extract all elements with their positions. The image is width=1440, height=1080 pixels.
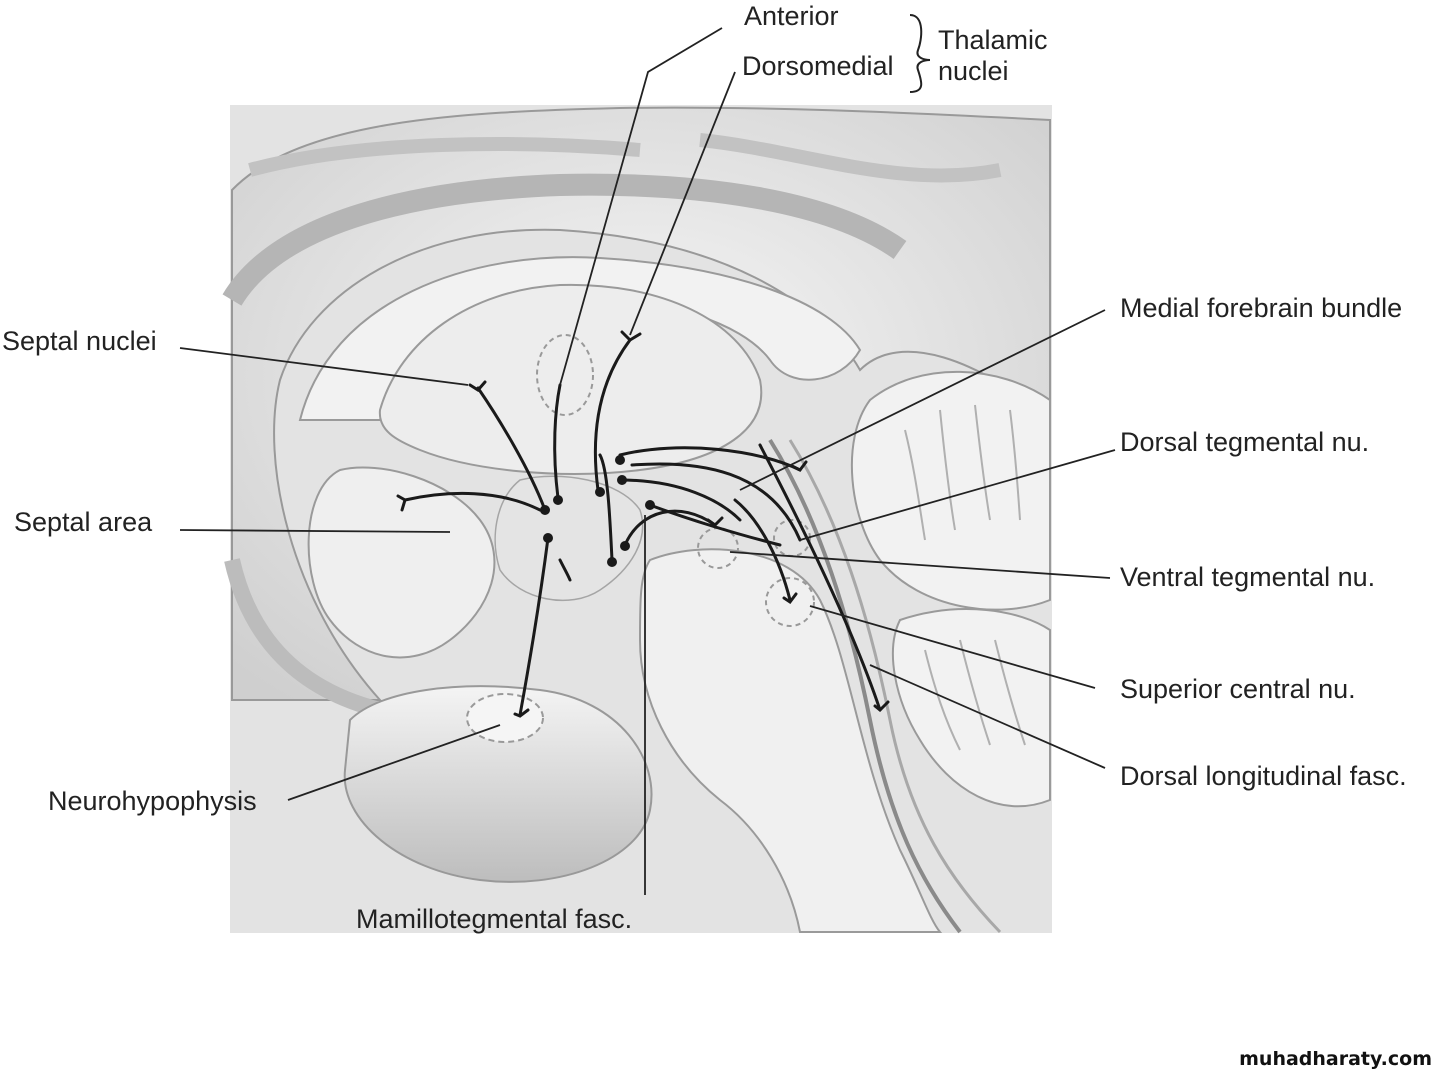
label-anterior: Anterior <box>744 1 839 31</box>
label-superior-central: Superior central nu. <box>1120 674 1356 704</box>
superior-central-nucleus <box>765 577 815 627</box>
fiber-endings <box>396 330 890 718</box>
label-septal-area: Septal area <box>14 507 153 537</box>
brainstem <box>638 548 943 933</box>
label-dorsomedial: Dorsomedial <box>742 51 894 81</box>
fiber-pathways <box>403 338 882 717</box>
neurohypophysis-shape <box>466 693 544 743</box>
label-neurohypophysis: Neurohypophysis <box>48 786 257 816</box>
label-thalamic-nuclei: nuclei <box>938 56 1009 86</box>
cerebral-cortex <box>222 106 1051 718</box>
label-dorsal-longitudinal: Dorsal longitudinal fasc. <box>1120 761 1407 791</box>
temporal-lobe <box>343 685 653 883</box>
label-dorsal-tegmental: Dorsal tegmental nu. <box>1120 427 1370 457</box>
fiber-terminals <box>540 455 655 567</box>
cerebellum <box>850 370 1051 808</box>
label-ventral-tegmental: Ventral tegmental nu. <box>1120 562 1376 592</box>
leader-lines <box>179 27 1116 895</box>
anterior-thalamic-nucleus <box>536 334 594 416</box>
label-septal-nuclei: Septal nuclei <box>2 326 157 356</box>
label-thalamic: Thalamic <box>938 25 1048 55</box>
watermark: muhadharaty.com <box>1239 1048 1432 1070</box>
thalamus <box>378 283 763 475</box>
thalamic-brace-icon <box>909 14 931 93</box>
fourth-ventricle-line <box>768 438 962 934</box>
label-mamillotegmental: Mamillotegmental fasc. <box>356 904 633 934</box>
label-medial-forebrain-bundle: Medial forebrain bundle <box>1120 293 1403 323</box>
septal-area-lobe <box>307 466 496 659</box>
